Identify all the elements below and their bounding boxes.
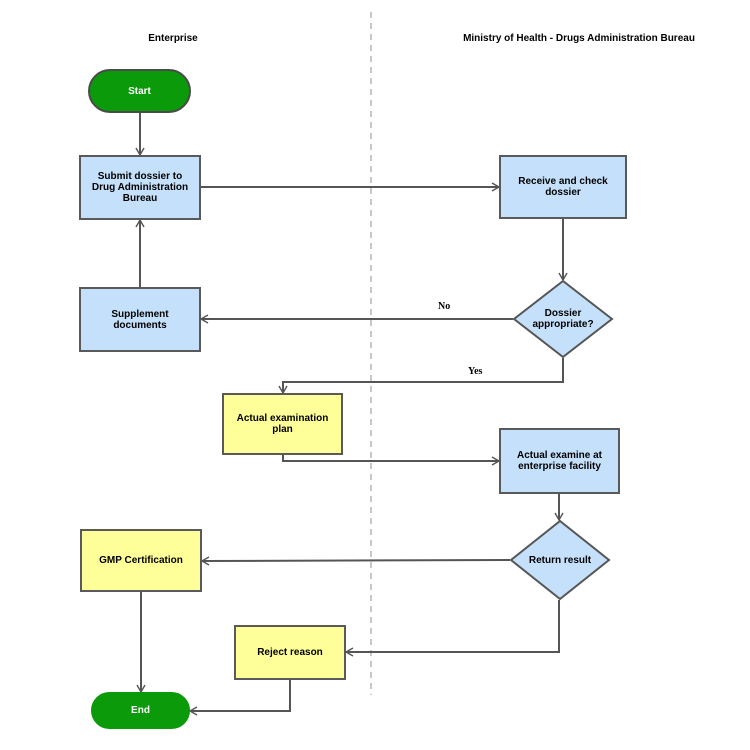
reject-reason-step: Reject reason bbox=[234, 625, 346, 680]
submit-dossier-step: Submit dossier to Drug Administration Bu… bbox=[79, 155, 201, 220]
dossier-appropriate-label: Dossier appropriate? bbox=[532, 308, 594, 330]
lane-title-ministry: Ministry of Health - Drugs Administratio… bbox=[463, 33, 695, 44]
lane-title-enterprise: Enterprise bbox=[148, 33, 198, 44]
edge-label-yes: Yes bbox=[468, 366, 483, 377]
end-label: End bbox=[131, 705, 150, 716]
edge-return-to-reject bbox=[344, 600, 560, 657]
reject-reason-label: Reject reason bbox=[257, 647, 323, 658]
edge-plan-to-examine bbox=[282, 454, 501, 466]
actual-examine-label: Actual examine at enterprise facility bbox=[516, 450, 603, 472]
supplement-documents-label: Supplement documents bbox=[111, 308, 169, 331]
edge-label-no: No bbox=[438, 301, 451, 312]
submit-dossier-label: Submit dossier to Drug Administration Bu… bbox=[91, 171, 189, 204]
start-label: Start bbox=[128, 85, 151, 97]
edge-decision-yes-to-plan bbox=[278, 358, 564, 395]
edge-return-to-gmp bbox=[200, 556, 511, 566]
gmp-certification-step: GMP Certification bbox=[80, 529, 202, 592]
start-terminal: Start bbox=[88, 69, 191, 113]
end-terminal: End bbox=[91, 692, 190, 729]
supplement-documents-step: Supplement documents bbox=[79, 287, 201, 352]
return-result-decision: Return result bbox=[509, 519, 611, 601]
actual-examine-step: Actual examine at enterprise facility bbox=[499, 428, 620, 494]
receive-check-label: Receive and check dossier bbox=[518, 176, 608, 198]
receive-check-step: Receive and check dossier bbox=[499, 155, 627, 219]
examination-plan-label: Actual examination plan bbox=[236, 413, 329, 435]
gmp-certification-label: GMP Certification bbox=[99, 555, 183, 566]
dossier-appropriate-decision: Dossier appropriate? bbox=[512, 279, 614, 359]
return-result-label: Return result bbox=[528, 554, 592, 566]
examination-plan-step: Actual examination plan bbox=[222, 393, 343, 455]
edge-reject-to-end bbox=[188, 679, 291, 716]
